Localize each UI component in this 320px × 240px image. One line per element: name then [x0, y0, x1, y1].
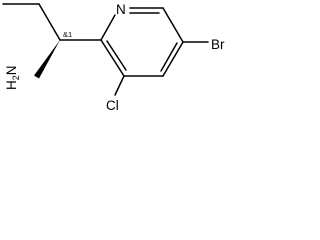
stereo-label: &1 — [63, 30, 72, 39]
chloro-bond — [114, 75, 125, 96]
molecule-structure: N Br Cl H2N &1 — [2, 2, 225, 113]
ring-bond-c3-c2 — [100, 39, 125, 77]
amine-h-label: H — [4, 80, 19, 90]
ring-bond-c6-c5 — [162, 7, 184, 43]
amine-n-label: N — [4, 65, 19, 75]
ring-bond-c2-n1 — [100, 14, 116, 41]
ethyl-chiral-bond — [38, 3, 61, 41]
amine-label: H2N — [4, 65, 21, 90]
chlorine-label: Cl — [106, 98, 119, 113]
bromine-label: Br — [211, 37, 225, 52]
ring-double-bond-c3-c2 — [106, 40, 127, 71]
ring-nitrogen-label: N — [116, 2, 126, 17]
amine-wedge-bond — [34, 40, 60, 79]
ring-double-bond-c5-c4 — [160, 42, 178, 72]
ring-bond-c5-c4 — [162, 41, 184, 77]
amine-subscript-label: 2 — [11, 75, 21, 80]
